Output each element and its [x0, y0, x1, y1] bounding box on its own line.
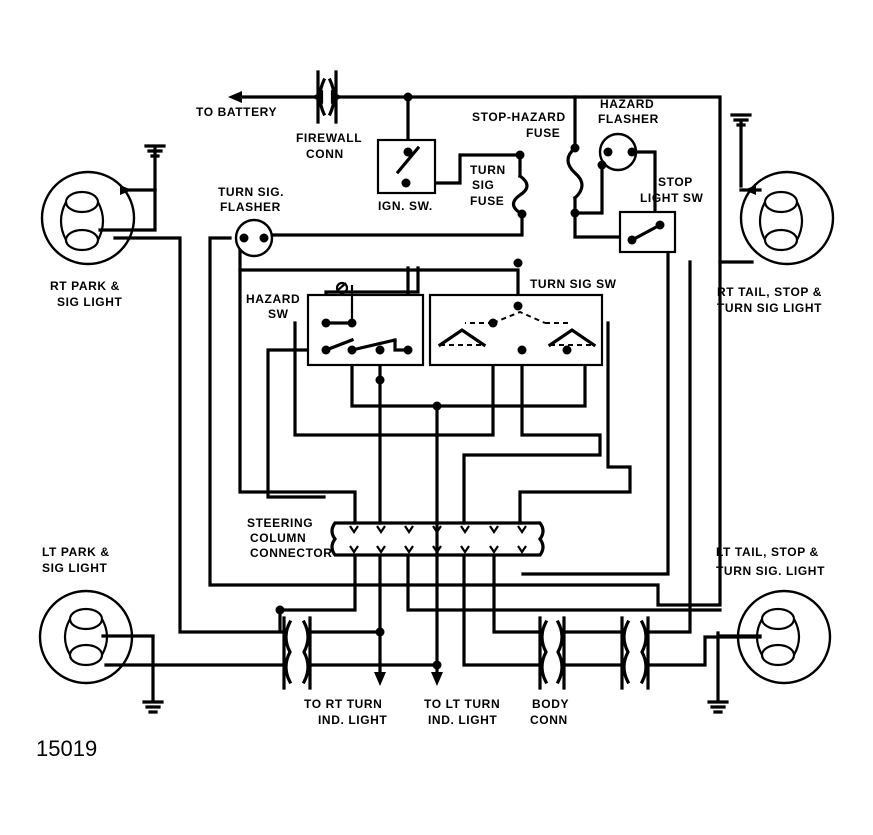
stop-hazard-fuse	[566, 145, 584, 201]
turn-sig-fuse	[511, 173, 529, 217]
rt-tail-stop-turn-light	[739, 170, 835, 266]
hazard-flasher-label: HAZARD	[600, 97, 654, 111]
svg-text:SIG: SIG	[472, 178, 494, 192]
svg-text:LIGHT SW: LIGHT SW	[640, 191, 704, 205]
lt-front-connector	[282, 616, 312, 690]
turn-sig-fuse-label: TURN	[470, 163, 506, 177]
rt-tail-label: RT TAIL, STOP &	[717, 285, 822, 299]
hazard-switch	[306, 293, 425, 367]
svg-text:IND. LIGHT: IND. LIGHT	[428, 713, 497, 727]
steering-column-connector	[330, 521, 545, 557]
turn-sig-flasher	[234, 218, 274, 258]
svg-text:FLASHER: FLASHER	[220, 200, 281, 214]
arrows	[120, 91, 756, 686]
svg-text:SIG LIGHT: SIG LIGHT	[42, 561, 107, 575]
rt-park-label: RT PARK &	[50, 279, 120, 293]
svg-text:SW: SW	[268, 307, 289, 321]
turn-sig-flasher-label: TURN SIG.	[218, 185, 284, 199]
svg-text:FLASHER: FLASHER	[598, 112, 659, 126]
stop-light-sw-label: STOP	[658, 175, 693, 189]
rt-park-sig-light	[40, 170, 136, 266]
junction-dots	[239, 92, 665, 670]
firewall-conn-label: FIREWALL	[296, 131, 362, 145]
labels: TO BATTERY FIREWALL CONN IGN. SW. TURN S…	[36, 97, 825, 761]
svg-text:TURN SIG. LIGHT: TURN SIG. LIGHT	[716, 564, 825, 578]
body-conn-label: BODY	[532, 697, 569, 711]
ign-sw-label: IGN. SW.	[378, 199, 433, 213]
to-lt-ind-label: TO LT TURN	[424, 697, 500, 711]
lt-park-label: LT PARK &	[42, 545, 110, 559]
svg-text:FUSE: FUSE	[526, 126, 560, 140]
svg-text:IND. LIGHT: IND. LIGHT	[318, 713, 387, 727]
stop-hazard-fuse-label: STOP-HAZARD	[472, 110, 566, 124]
body-connector	[538, 616, 566, 690]
hazard-sw-label: HAZARD	[246, 292, 300, 306]
steering-column-label: STEERING	[247, 516, 313, 530]
svg-text:CONN: CONN	[306, 147, 344, 161]
svg-text:FUSE: FUSE	[470, 194, 504, 208]
rear-connector	[620, 616, 650, 690]
svg-text:CONNECTOR: CONNECTOR	[250, 546, 333, 560]
svg-text:CONN: CONN	[530, 713, 568, 727]
ground-symbols	[142, 113, 752, 714]
svg-text:SIG LIGHT: SIG LIGHT	[57, 295, 122, 309]
svg-text:TURN SIG LIGHT: TURN SIG LIGHT	[717, 301, 822, 315]
lt-tail-label: LT TAIL, STOP &	[716, 545, 819, 559]
firewall-connector	[311, 70, 343, 124]
to-battery-label: TO BATTERY	[196, 105, 277, 119]
to-rt-ind-label: TO RT TURN	[304, 697, 382, 711]
turn-sig-sw-label: TURN SIG SW	[530, 277, 617, 291]
figure-number: 15019	[36, 736, 97, 761]
svg-text:COLUMN: COLUMN	[250, 531, 306, 545]
